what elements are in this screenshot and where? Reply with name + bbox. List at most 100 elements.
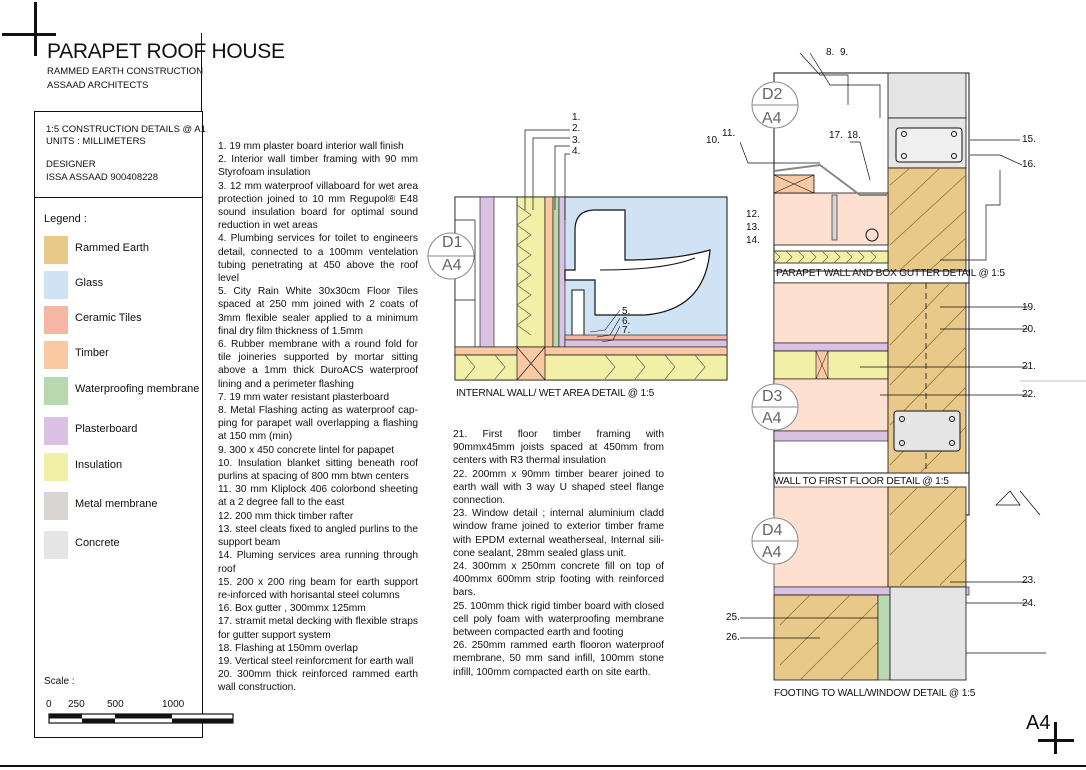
legend-label: Ceramic Tiles: [75, 312, 142, 324]
construction-note: 25. 100mm thick rigid timber board with …: [453, 600, 664, 639]
legend-label: Metal membrane: [75, 498, 158, 510]
construction-note: 2. Interior wall timber framing with 90 …: [218, 154, 418, 179]
construction-note: 16. Box gutter , 300mmx 125mm: [218, 603, 366, 615]
d1-tag-bottom: A4: [442, 257, 462, 274]
legend-swatch: [44, 377, 68, 405]
construction-note: 8. Metal Flashing acting as waterproof c…: [218, 405, 418, 443]
legend-swatch: [44, 492, 68, 520]
legend-title: Legend :: [44, 213, 87, 225]
drawing-title: PARAPET ROOF HOUSE: [47, 40, 285, 63]
detail-d1-drawing: [427, 129, 728, 381]
d3-callout-22: 22.: [1022, 389, 1036, 400]
units-text: UNITS : MILLIMETERS: [46, 136, 146, 147]
legend-label: Rammed Earth: [75, 242, 149, 254]
subtitle-line2: ASSAAD ARCHITECTS: [47, 80, 149, 91]
construction-note: 23. Window detail ; internal aluminium c…: [453, 508, 664, 559]
construction-note: 12. 200 mm thick timber rafter: [218, 510, 354, 522]
construction-note: 15. 200 x 200 ring beam for earth suppor…: [218, 576, 418, 601]
d3-callout-21: 21.: [1022, 361, 1036, 372]
construction-note: 1. 19 mm plaster board interior wall fin…: [218, 141, 404, 152]
d4-callout-25: 25.: [726, 612, 740, 623]
construction-note: 26. 250mm rammed earth flooron waterproo…: [453, 640, 664, 678]
legend-label: Plasterboard: [75, 423, 138, 435]
d2-callout-15: 15.: [1022, 134, 1036, 145]
construction-note: 9. 300 x 450 concrete lintel for papapet: [218, 444, 395, 456]
legend-item: Metal membrane: [44, 492, 199, 520]
legend-swatch: [44, 271, 68, 299]
legend-item: Insulation: [44, 453, 199, 481]
scale-tick-1000: 1000: [162, 699, 185, 710]
d2-caption: PARAPET WALL AND BOX GUTTER DETAIL @ 1:5: [776, 268, 1005, 279]
d2-callout-11: 11.: [722, 128, 736, 139]
d2-callout-8: 8.: [826, 47, 835, 58]
legend-label: Timber: [75, 347, 109, 359]
d4-tag-top: D4: [762, 522, 783, 539]
d2-callout-17: 17.: [829, 130, 843, 141]
d2-callout-13: 13.: [746, 222, 760, 233]
d1-callout-1: 1.: [572, 112, 581, 123]
d3-tag-bottom: A4: [762, 410, 782, 427]
legend-swatch: [44, 453, 68, 481]
scale-tick-250: 250: [68, 699, 85, 710]
construction-notes-col2: 21. First floor timber framing with 90mm…: [453, 428, 664, 679]
legend-label: Glass: [75, 277, 104, 289]
d1-callout-3: 3.: [572, 135, 581, 146]
legend-swatch: [44, 306, 68, 334]
d1-callout-5: 5.: [622, 306, 631, 317]
d2-callout-18: 18.: [847, 130, 861, 141]
d2-tag-top: D2: [762, 86, 783, 103]
designer-label: DESIGNER: [46, 159, 96, 170]
scale-tick-500: 500: [107, 699, 124, 710]
construction-note: 22. 200mm x 90mm timber bearer joined to…: [453, 468, 664, 507]
construction-note: 24. 300mm x 250mm concrete fill on top o…: [453, 561, 664, 599]
legend-swatch: [44, 531, 68, 559]
d4-callout-26: 26.: [726, 632, 740, 643]
d2-callout-12: 12.: [746, 209, 760, 220]
construction-note: 18. Flashing at 150mm overlap: [218, 642, 358, 654]
d2-callout-14: 14.: [746, 235, 760, 246]
construction-note: 21. First floor timber framing with 90mm…: [453, 429, 664, 467]
d4-tag-bottom: A4: [762, 544, 782, 561]
sheet-number: A4: [1026, 712, 1051, 734]
construction-note: 3. 12 mm waterproof villaboard for wet a…: [218, 180, 418, 232]
d1-caption: INTERNAL WALL/ WET AREA DETAIL @ 1:5: [456, 388, 655, 399]
legend-item: Plasterboard: [44, 417, 199, 445]
d4-callout-24: 24.: [1022, 598, 1036, 609]
d1-callout-2: 2.: [572, 123, 581, 134]
info-box: [34, 111, 203, 198]
d3-callout-19: 19.: [1022, 302, 1036, 313]
legend-label: Waterproofing membrane: [75, 383, 200, 395]
d4-caption: FOOTING TO WALL/WINDOW DETAIL @ 1:5: [774, 688, 976, 699]
d2-callout-9: 9.: [840, 47, 849, 58]
scale-label: Scale :: [44, 676, 75, 687]
legend-label: Concrete: [75, 537, 120, 549]
construction-note: 5. City Rain White 30x30cm Floor Tiles s…: [218, 286, 418, 337]
construction-note: 20. 300mm thick reinforced rammed earth …: [218, 669, 418, 694]
construction-notes-col1: 1. 19 mm plaster board interior wall fin…: [218, 140, 418, 695]
d3-tag-top: D3: [762, 388, 783, 405]
d1-callout-4: 4.: [572, 146, 581, 157]
detail-right-column-drawing: [740, 52, 1086, 681]
construction-note: 7. 19 mm water resistant plasterboard: [218, 391, 389, 403]
construction-note: 10. Insulation blanket sitting beneath r…: [218, 457, 418, 483]
scale-bar: [48, 713, 234, 724]
d2-callout-10: 10.: [706, 135, 720, 146]
bottom-border: [0, 765, 1086, 767]
legend-item: Timber: [44, 341, 199, 369]
scale-tick-0: 0: [46, 699, 52, 710]
legend-panel: [34, 196, 203, 738]
d1-tag-top: D1: [442, 234, 463, 251]
construction-note: 14. Pluming services area running throug…: [218, 550, 418, 575]
construction-note: 6. Rubber membrane with a round fold for…: [218, 339, 418, 390]
legend-item: Rammed Earth: [44, 236, 199, 264]
title-box: [34, 33, 202, 112]
d3-callout-20: 20.: [1022, 324, 1036, 335]
d1-callout-6: 6.: [622, 316, 631, 327]
d3-caption: WALL TO FIRST FLOOR DETAIL @ 1:5: [774, 476, 949, 487]
registration-mark-bottom-right-v: [1054, 722, 1057, 754]
registration-mark-top-left-v: [34, 2, 37, 56]
d2-callout-16: 16.: [1022, 159, 1036, 170]
legend-swatch: [44, 417, 68, 445]
designer-name: ISSA ASSAAD 900408228: [46, 172, 158, 183]
legend-swatch: [44, 341, 68, 369]
